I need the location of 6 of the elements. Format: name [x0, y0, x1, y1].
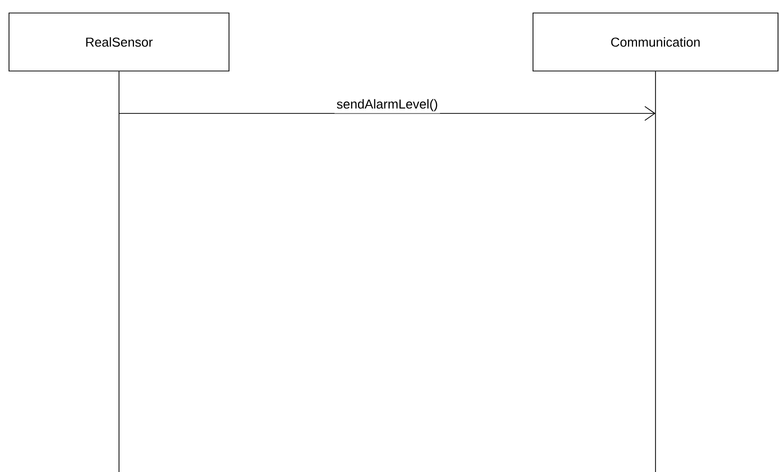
message-arrow: [118, 106, 656, 121]
lifeline-box: RealSensor: [8, 12, 230, 72]
edge-label: sendAlarmLevel(): [336, 99, 438, 112]
lifeline: [655, 71, 656, 472]
lifeline: [118, 71, 120, 472]
lifeline-box: Communication: [532, 12, 778, 72]
